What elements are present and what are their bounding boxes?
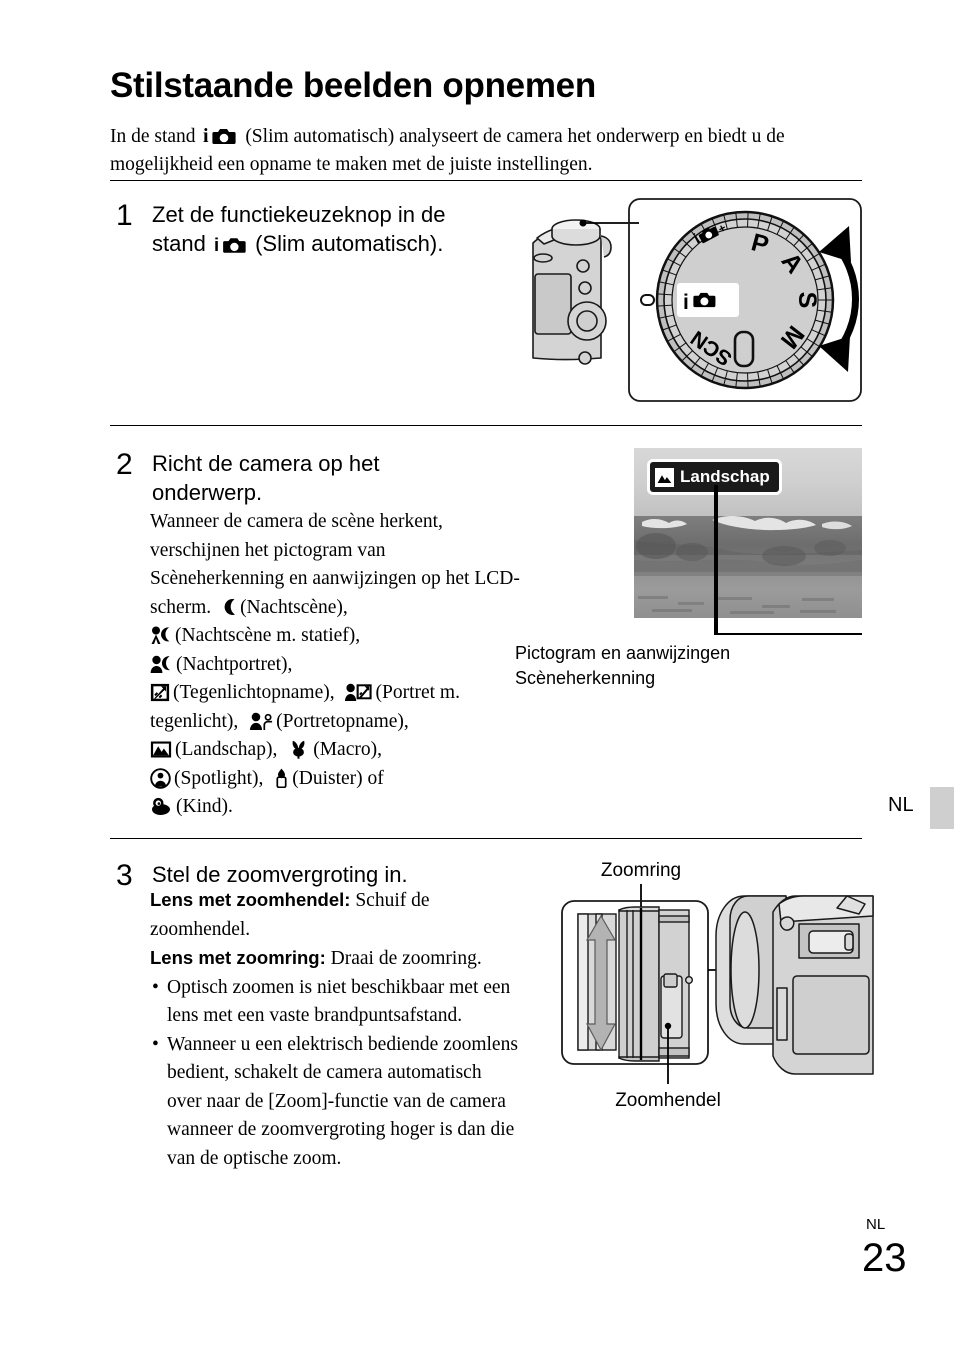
step-3-number: 3 [116, 859, 133, 892]
step-3-body: Lens met zoomhendel: Schuif de zoomhende… [150, 886, 520, 1173]
page-title: Stilstaande beelden opnemen [110, 66, 596, 106]
landscape-icon [150, 740, 172, 759]
zoom-ring-lever-figure: Zoomring [545, 858, 875, 1113]
zoom-ring-label: Lens met zoomring: [150, 947, 326, 968]
landscape-icon [655, 467, 674, 487]
folio-language: NL [866, 1216, 886, 1233]
low-light-icon [274, 768, 289, 788]
scene-label-macro: (Macro), [313, 739, 382, 760]
mode-dial-figure: i i + P A S [519, 196, 864, 404]
night-portrait-icon [150, 655, 173, 674]
svg-text:S: S [793, 292, 821, 309]
language-tab-label: NL [888, 794, 914, 816]
zoomring-callout-text: Zoomring [601, 860, 681, 881]
night-scene-tripod-icon [150, 626, 172, 645]
language-tab-marker [930, 787, 954, 829]
page-number: 23 [862, 1236, 907, 1280]
step-2-number: 2 [116, 448, 133, 481]
step-3-bullet-2: Wanneer u een elektrisch bediende zoomle… [167, 1033, 518, 1169]
lcd-caption-line1: Pictogram en aanwijzingen [515, 643, 731, 663]
scene-label-portrait: (Portretopname), [276, 710, 409, 732]
step-3-bullet-1: Optisch zoomen is niet beschikbaar met e… [167, 976, 511, 1027]
step-1-heading-line1: Zet de functiekeuzeknop in de [152, 202, 446, 227]
intelligent-auto-icon: i [203, 125, 237, 146]
intro-text-before: In de stand [110, 125, 196, 147]
step-1-heading: Zet de functiekeuzeknop in de stand i (S… [152, 200, 512, 258]
list-item: Optisch zoomen is niet beschikbaar met e… [150, 974, 520, 1031]
zoom-lever-text: Schuif de zoomhendel. [150, 890, 430, 940]
intro-text-after: (Slim automatisch) analyseert de camera … [110, 125, 785, 175]
scene-label-spotlight: (Spotlight), [174, 767, 264, 789]
step-2-heading: Richt de camera op het onderwerp. [152, 449, 502, 507]
section-rule-2 [110, 838, 862, 839]
step-1-heading-line2a: stand [152, 231, 206, 256]
step-1-number: 1 [116, 199, 133, 232]
scene-label-night-tripod: (Nachtscène m. statief), [175, 625, 361, 646]
section-rule-1 [110, 425, 862, 426]
backlight-portrait-icon [345, 683, 373, 702]
section-rule-top [110, 180, 862, 181]
scene-label-low-light: (Duister) of [292, 767, 384, 789]
lcd-figure-caption: Pictogram en aanwijzingen Scèneherkennin… [515, 641, 845, 691]
list-item: Wanneer u een elektrisch bediende zoomle… [150, 1031, 520, 1174]
spotlight-icon [150, 767, 171, 789]
svg-text:P: P [748, 228, 771, 259]
step-1-heading-line2b: (Slim automatisch). [255, 231, 444, 256]
scene-label-child: (Kind). [176, 796, 233, 817]
scene-recognition-badge: Landschap [647, 459, 782, 495]
backlight-icon [150, 683, 170, 702]
macro-icon [288, 740, 310, 759]
scene-label-backlight: (Tegenlichtopname), [173, 682, 335, 703]
svg-text:i: i [203, 125, 209, 146]
svg-text:i: i [214, 234, 219, 255]
scene-label-backlight-portrait: (Portret m. tegenlicht), [150, 682, 460, 732]
zoom-lever-label: Lens met zoomhendel: [150, 889, 351, 910]
svg-text:i: i [683, 291, 689, 314]
svg-text:i: i [691, 231, 703, 248]
portrait-icon [249, 712, 273, 731]
step-2-body: Wanneer de camera de scène herkent, vers… [150, 508, 522, 822]
intro-paragraph: In de stand i (Slim automatisch) analyse… [110, 123, 858, 179]
night-scene-icon [221, 598, 238, 616]
lcd-screen-image: Landschap [634, 448, 862, 618]
zoomhendel-callout-text: Zoomhendel [615, 1090, 721, 1111]
intelligent-auto-icon: i [214, 234, 247, 255]
zoom-ring-text: Draai de zoomring. [330, 948, 482, 969]
lcd-callout-leader-horizontal [714, 633, 862, 635]
scene-label-night-portrait: (Nachtportret), [176, 653, 293, 675]
lcd-scene-recognition-figure: Landschap [634, 448, 862, 618]
scene-label-landscape: (Landschap), [175, 739, 278, 760]
lcd-caption-line2: Scèneherkenning [515, 668, 656, 688]
scene-recognition-badge-label: Landschap [680, 467, 770, 486]
step-3-heading: Stel de zoomvergroting in. [152, 862, 408, 887]
step-2-heading-line2: onderwerp. [152, 480, 263, 505]
step-2-heading-line1: Richt de camera op het [152, 451, 380, 476]
lcd-callout-leader-vertical [714, 485, 718, 633]
child-icon [150, 797, 173, 816]
scene-label-night-scene: (Nachtscène), [240, 596, 348, 618]
step-2-body-text: Wanneer de camera de scène herkent, vers… [150, 511, 520, 618]
